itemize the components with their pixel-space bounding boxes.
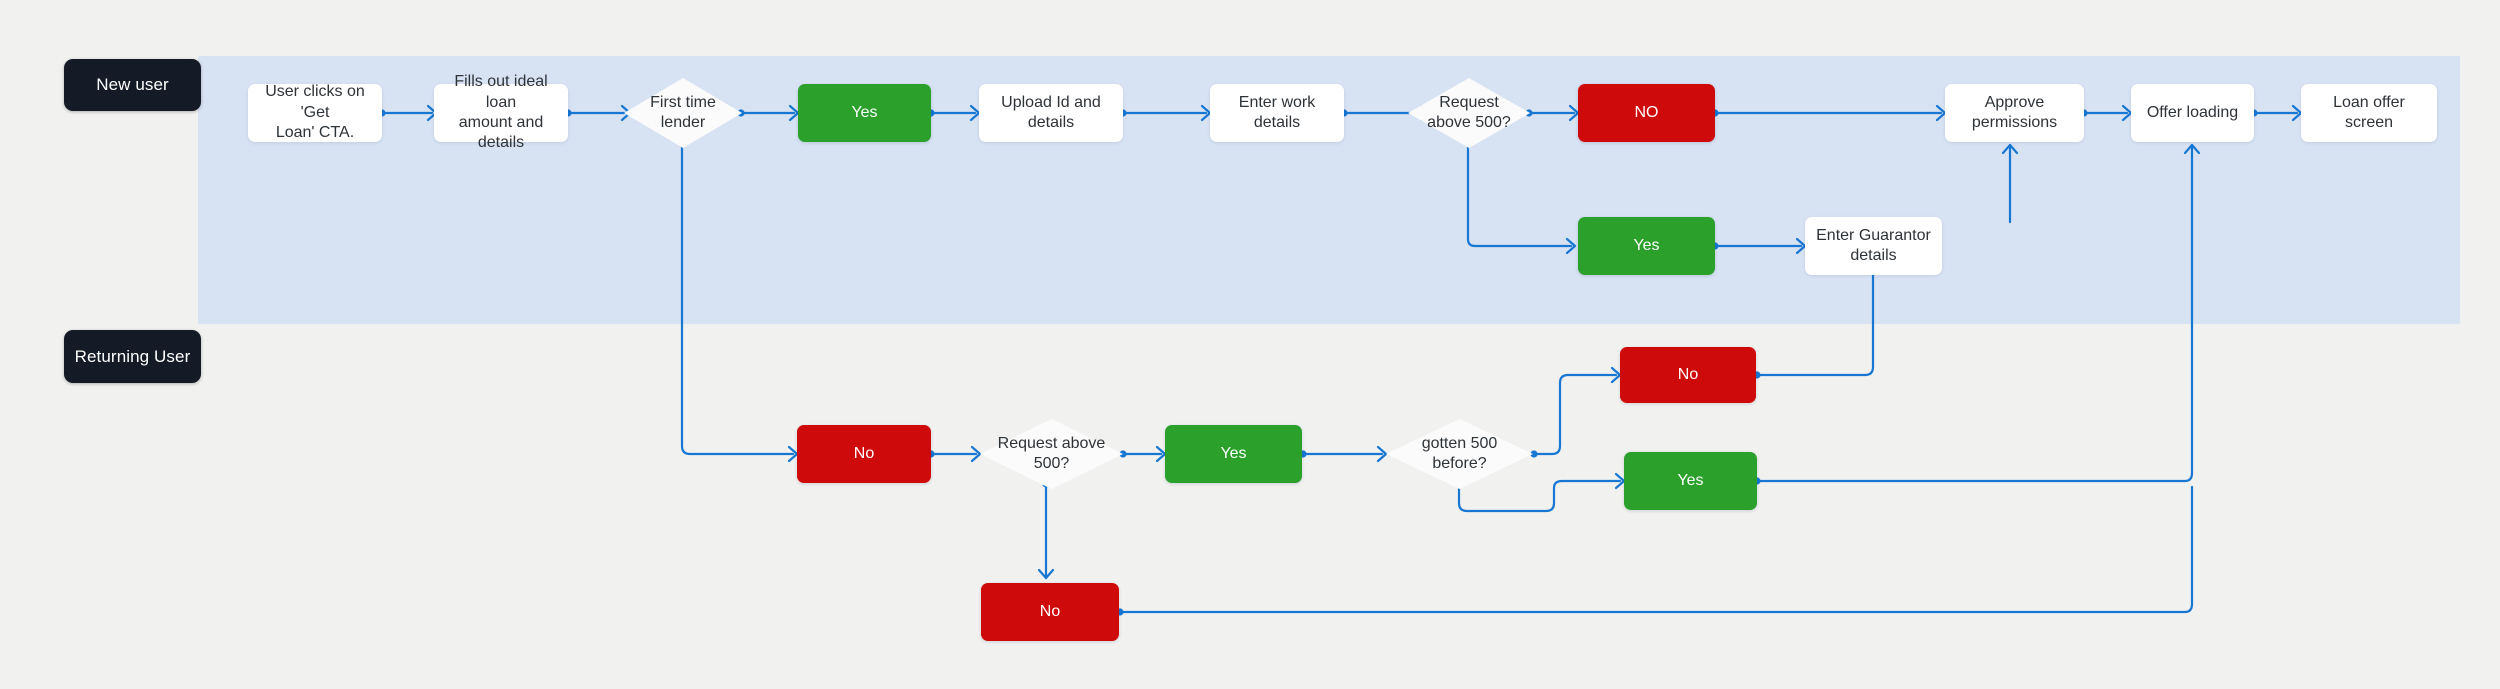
- node-g500-yes-label: Yes: [1677, 471, 1704, 489]
- node-enter-work-details[interactable]: Enter work details: [1210, 84, 1344, 142]
- node-upload-id[interactable]: Upload Id and details: [979, 84, 1123, 142]
- node-ftl-no-label: No: [853, 444, 875, 462]
- node-loan-offer-screen-label: Loan offer screen: [2333, 93, 2405, 131]
- node-enter-work-details-label: Enter work details: [1238, 93, 1316, 131]
- lane-label-returning-user-text: Returning User: [74, 346, 191, 366]
- node-offer-loading-label: Offer loading: [2146, 103, 2239, 121]
- node-req500b-yes-label: Yes: [1220, 444, 1247, 462]
- node-req500-no-label: NO: [1634, 103, 1659, 121]
- node-request-above-500-label: Request above 500?: [1427, 93, 1511, 131]
- node-fills-loan-details-label: Fills out ideal loan amount and details: [454, 73, 548, 152]
- node-approve-permissions[interactable]: Approve permissions: [1945, 84, 2084, 142]
- lane-label-returning-user[interactable]: Returning User: [64, 330, 201, 383]
- node-first-time-lender-label: First time lender: [650, 93, 716, 131]
- node-req500-no[interactable]: NO: [1578, 84, 1715, 142]
- node-request-above-500-b-label: Request above 500?: [997, 434, 1106, 472]
- node-g500-no-label: No: [1677, 365, 1699, 383]
- node-req500b-no[interactable]: No: [981, 583, 1119, 641]
- node-request-above-500[interactable]: Request above 500?: [1408, 78, 1530, 148]
- node-ftl-yes-label: Yes: [851, 103, 878, 121]
- node-first-time-lender[interactable]: First time lender: [624, 78, 742, 148]
- node-enter-guarantor[interactable]: Enter Guarantor details: [1805, 217, 1942, 275]
- node-get-loan-cta[interactable]: User clicks on 'Get Loan' CTA.: [248, 83, 382, 142]
- node-loan-offer-screen[interactable]: Loan offer screen: [2301, 84, 2437, 142]
- node-gotten-500-before[interactable]: gotten 500 before?: [1386, 419, 1533, 489]
- node-offer-loading[interactable]: Offer loading: [2131, 84, 2254, 142]
- node-g500-no[interactable]: No: [1620, 347, 1756, 403]
- node-approve-permissions-label: Approve permissions: [1971, 93, 2058, 131]
- lane-label-new-user[interactable]: New user: [64, 59, 201, 111]
- node-ftl-no[interactable]: No: [797, 425, 931, 483]
- node-ftl-yes[interactable]: Yes: [798, 84, 931, 142]
- node-req500-yes-label: Yes: [1633, 236, 1660, 254]
- node-request-above-500-b[interactable]: Request above 500?: [980, 419, 1123, 489]
- node-req500b-no-label: No: [1039, 602, 1061, 620]
- node-fills-loan-details[interactable]: Fills out ideal loan amount and details: [434, 73, 568, 151]
- node-req500b-yes[interactable]: Yes: [1165, 425, 1302, 483]
- node-gotten-500-before-label: gotten 500 before?: [1421, 434, 1498, 472]
- node-g500-yes[interactable]: Yes: [1624, 452, 1757, 510]
- node-get-loan-cta-label: User clicks on 'Get Loan' CTA.: [265, 83, 365, 142]
- lane-label-new-user-text: New user: [96, 75, 169, 94]
- node-upload-id-label: Upload Id and details: [1001, 93, 1101, 131]
- node-req500-yes[interactable]: Yes: [1578, 217, 1715, 275]
- node-enter-guarantor-label: Enter Guarantor details: [1816, 226, 1931, 264]
